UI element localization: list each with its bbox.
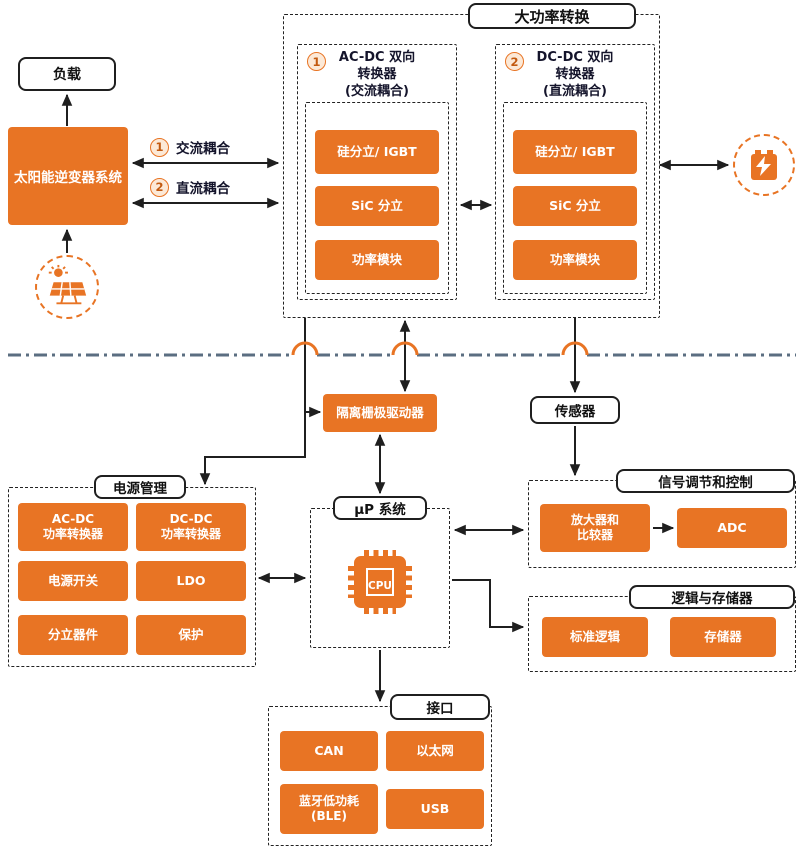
power-management-title: 电源管理 [94, 475, 186, 499]
product-dc-dc-power-converter[interactable]: DC-DC 功率转换器 [136, 503, 246, 551]
product-ac-dc-power-converter[interactable]: AC-DC 功率转换器 [18, 503, 128, 551]
dc-dc-converter-box [495, 44, 655, 300]
cpu-label: CPU [368, 580, 392, 592]
product-power-switch[interactable]: 电源开关 [18, 561, 128, 601]
solar-panel-icon-circle [35, 255, 99, 319]
product-can[interactable]: CAN [280, 731, 378, 771]
sensor-box: 传感器 [530, 396, 620, 424]
product-ble[interactable]: 蓝牙低功耗 (BLE) [280, 784, 378, 834]
product-si-igbt-2[interactable]: 硅分立/ IGBT [513, 130, 637, 174]
product-protection[interactable]: 保护 [136, 615, 246, 655]
line-power-to-power-mgmt [199, 411, 306, 486]
dc-coupling-label: 2 直流耦合 [150, 177, 230, 197]
battery-charging-icon [751, 150, 777, 180]
signal-conditioning-title: 信号调节和控制 [616, 469, 795, 493]
product-ldo[interactable]: LDO [136, 561, 246, 601]
ac-coupling-number-badge: 1 [150, 137, 169, 157]
dc-dc-converter-inner-box [503, 102, 647, 294]
ac-dc-converter-inner-box [305, 102, 449, 294]
line-mpu-to-logic [452, 579, 525, 633]
solar-panel-icon [48, 264, 87, 305]
product-si-igbt-1[interactable]: 硅分立/ IGBT [315, 130, 439, 174]
battery-icon-circle [733, 134, 795, 196]
cpu-chip-icon: CPU [348, 550, 412, 614]
interface-box [268, 706, 492, 846]
product-power-module-2[interactable]: 功率模块 [513, 240, 637, 280]
interface-title: 接口 [390, 694, 490, 720]
high-power-conversion-title: 大功率转换 [468, 3, 636, 29]
mpu-system-title: μP 系统 [333, 496, 427, 520]
ac-coupling-label: 1 交流耦合 [150, 137, 230, 157]
dc-dc-converter-header: DC-DC 双向 转换器 (直流耦合) [536, 50, 614, 99]
ac-dc-converter-box [297, 44, 457, 300]
dc-coupling-number-badge: 2 [150, 177, 169, 197]
isolated-gate-driver-box[interactable]: 隔离栅极驱动器 [323, 394, 437, 432]
product-amplifier-comparator[interactable]: 放大器和 比较器 [540, 504, 650, 552]
product-ethernet[interactable]: 以太网 [386, 731, 484, 771]
product-power-module-1[interactable]: 功率模块 [315, 240, 439, 280]
product-adc[interactable]: ADC [677, 508, 787, 548]
logic-memory-title: 逻辑与存储器 [629, 585, 795, 609]
solar-inverter-system-box[interactable]: 太阳能逆变器系统 [8, 127, 128, 225]
product-usb[interactable]: USB [386, 789, 484, 829]
product-sic-discrete-1[interactable]: SiC 分立 [315, 186, 439, 226]
load-box: 负载 [18, 57, 116, 91]
converter2-number-badge: 2 [505, 52, 524, 71]
isolation-jump-arcs [291, 341, 589, 356]
ac-dc-converter-header: AC-DC 双向 转换器 (交流耦合) [338, 50, 416, 99]
line-power-to-gate-driver-left [304, 318, 322, 418]
product-standard-logic[interactable]: 标准逻辑 [542, 617, 648, 657]
product-discrete-devices[interactable]: 分立器件 [18, 615, 128, 655]
converter1-number-badge: 1 [307, 52, 326, 71]
product-memory[interactable]: 存储器 [670, 617, 776, 657]
product-sic-discrete-2[interactable]: SiC 分立 [513, 186, 637, 226]
